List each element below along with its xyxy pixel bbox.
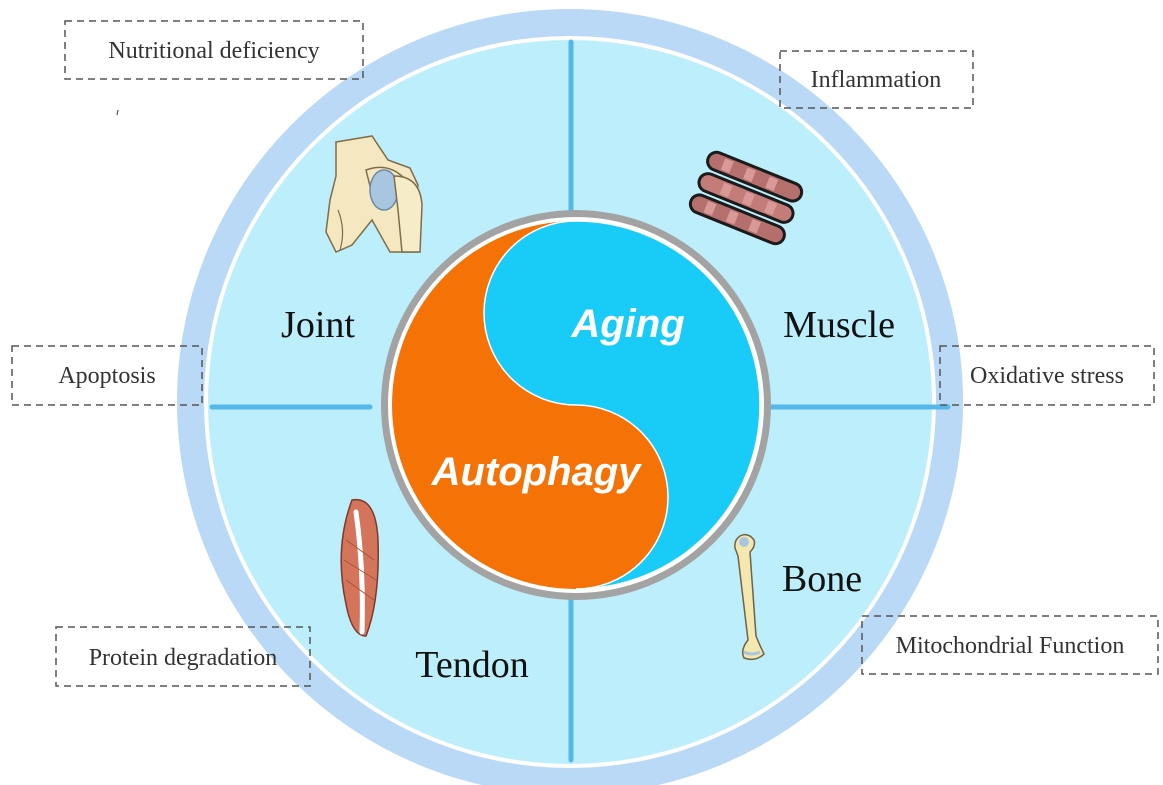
nutritional-deficiency-label: Nutritional deficiency bbox=[108, 38, 319, 64]
mitochondrial-function-label: Mitochondrial Function bbox=[896, 633, 1125, 659]
yin-yang-center bbox=[381, 210, 771, 600]
aging-label: Aging bbox=[570, 302, 684, 346]
tendon-label: Tendon bbox=[415, 644, 528, 686]
bone-label: Bone bbox=[782, 558, 862, 600]
apoptosis-label: Apoptosis bbox=[58, 363, 155, 389]
inflammation-label: Inflammation bbox=[811, 67, 942, 93]
oxidative-stress-label: Oxidative stress bbox=[970, 363, 1124, 389]
muscle-label: Muscle bbox=[783, 304, 895, 346]
joint-label: Joint bbox=[281, 304, 355, 346]
autophagy-label: Autophagy bbox=[431, 450, 643, 494]
stray-mark bbox=[117, 110, 118, 115]
protein-degradation-label: Protein degradation bbox=[89, 645, 278, 671]
